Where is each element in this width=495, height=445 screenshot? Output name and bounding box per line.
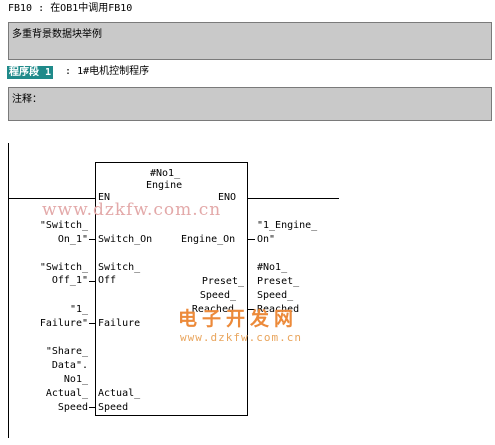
segment-label[interactable]: 程序段 1	[7, 66, 54, 79]
pin-preset-speed-3: Reached	[191, 304, 234, 315]
pin-preset-speed-1: Preset_	[201, 276, 244, 287]
param-actual-speed-5[interactable]: Speed	[57, 402, 88, 413]
param-failure-2[interactable]: Failure"	[39, 318, 88, 329]
pin-actual-speed-2: Speed	[98, 402, 129, 413]
pin-preset-speed-2: Speed_	[199, 290, 236, 301]
eno-pin: ENO	[218, 192, 237, 203]
param-preset-speed-2[interactable]: Preset_	[257, 276, 300, 287]
pin-switch-off-2: Off	[98, 275, 117, 286]
title-separator: :	[38, 3, 45, 14]
watermark-url-top: www.dzkfw.com.cn	[42, 200, 222, 220]
en-pin: EN	[98, 192, 111, 203]
param-preset-speed-1[interactable]: #No1_	[257, 262, 288, 273]
param-failure-1[interactable]: "1_	[69, 304, 88, 315]
segment-colon: :	[65, 66, 72, 77]
pin-actual-speed-1: Actual_	[98, 388, 141, 399]
param-engine-on-2[interactable]: On"	[257, 234, 276, 245]
segment-title: : 1#电机控制程序	[65, 66, 149, 78]
watermark-url-bottom: www.dzkfw.com.cn	[180, 331, 302, 344]
segment-title-text: 1#电机控制程序	[77, 66, 150, 77]
param-switch-off-1[interactable]: "Switch_	[39, 262, 88, 273]
param-switch-on-1[interactable]: "Switch_	[39, 220, 88, 231]
pin-engine-on: Engine_On	[181, 234, 236, 245]
param-switch-off-2[interactable]: Off_1"	[51, 275, 88, 286]
segment-comment-field[interactable]: 注释：	[8, 87, 492, 121]
fb-block-outline[interactable]	[95, 162, 248, 416]
pin-switch-off-1: Switch_	[98, 262, 141, 273]
block-title: FB10 : 在OB1中调用FB10	[8, 3, 132, 15]
param-engine-on-1[interactable]: "1_Engine_	[257, 220, 318, 231]
fb-instance-name-1[interactable]: #No1_	[150, 168, 181, 179]
block-id: FB10	[8, 3, 33, 14]
pin-failure: Failure	[98, 318, 141, 329]
param-actual-speed-4[interactable]: Actual_	[45, 388, 88, 399]
block-title-field[interactable]: 多重背景数据块举例	[8, 22, 492, 60]
param-actual-speed-1[interactable]: "Share_	[45, 346, 88, 357]
param-switch-on-2[interactable]: On_1"	[57, 234, 88, 245]
pin-switch-on: Switch_On	[98, 234, 153, 245]
block-title-text: 多重背景数据块举例	[12, 29, 102, 40]
comment-label: 注释：	[12, 94, 42, 105]
block-description: 在OB1中调用FB10	[50, 3, 133, 14]
param-preset-speed-3[interactable]: Speed_	[257, 290, 294, 301]
param-preset-speed-4[interactable]: Reached	[257, 304, 300, 315]
fb-instance-name-2[interactable]: Engine	[146, 180, 183, 191]
param-actual-speed-2[interactable]: Data".	[51, 360, 88, 371]
watermark-brand: 电子开发网	[178, 308, 299, 330]
param-actual-speed-3[interactable]: No1_	[63, 374, 88, 385]
